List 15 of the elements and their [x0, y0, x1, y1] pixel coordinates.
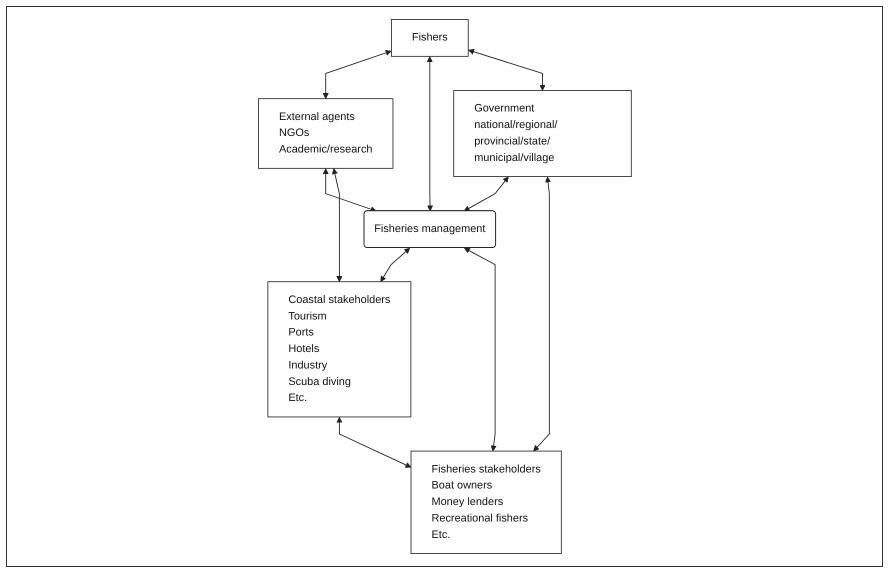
- arrow: [532, 176, 551, 452]
- arrow: [426, 56, 433, 212]
- arrow: [464, 248, 496, 452]
- arrow: [322, 50, 392, 99]
- node-box: External agents NGOs Academic/research: [258, 98, 394, 169]
- node-box: Fishers: [390, 19, 468, 57]
- arrow: [336, 416, 411, 468]
- arrow: [332, 168, 342, 282]
- node-box: Fisheries stakeholders Boat owners Money lenders Recreational fishers Etc.: [410, 450, 562, 554]
- arrow: [380, 248, 410, 282]
- arrow: [322, 168, 376, 212]
- node-box: Government national/regional/ provincial/state/ municipal/village: [452, 90, 632, 177]
- arrow: [463, 176, 508, 212]
- arrow: [468, 48, 546, 91]
- node-box: Coastal stakeholders Tourism Ports Hotels Industry Scuba diving Etc.: [267, 281, 411, 418]
